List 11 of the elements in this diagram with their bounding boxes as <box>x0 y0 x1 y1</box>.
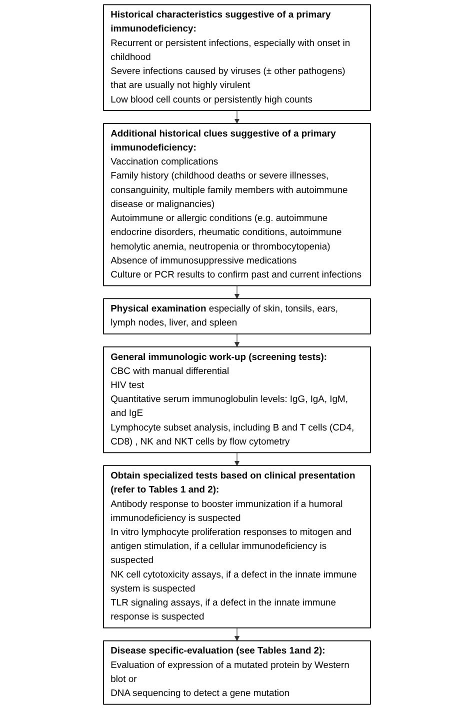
arrow <box>234 285 240 299</box>
node-box: Historical characteristics suggestive of a primary immunodeficiency: Recurrent or persistent infections, especially with onset in childhood Severe infections caused by viruses (± other pathogens) that are usually not highly virulent Low blood cell counts or persistently high counts <box>103 4 371 111</box>
node-box: Additional historical clues suggestive of a primary immunodeficiency: Vaccination complications Family history (childhood deaths or severe illnesses, consanguinity, multiple family members with autoimmune disease or malignancies) Autoimmune or allergic conditions (e.g. autoimmune endocrine disorders, rheumatic conditions, autoimmune hemolytic anemia, neutropenia or thrombocytopenia) Absence of immunosuppressive medications Culture or PCR results to confirm past and current infections <box>103 123 371 286</box>
arrow <box>234 628 240 642</box>
node-box: General immunologic work-up (screening tests): CBC with manual differential HIV test Quantitative serum immunoglobulin levels: IgG, IgA, IgM, and IgE Lymphocyte subset analysis, including B and T cells (CD4, CD8) , NK and NKT cells by flow cytometry <box>103 346 371 454</box>
node-box: Disease specific-evaluation (see Tables 1and 2): Evaluation of expression of a mutated protein by Western blot or DNA sequencing to detect a gene mutation <box>103 640 371 705</box>
arrow <box>234 110 240 124</box>
arrow <box>234 452 240 466</box>
node-box: Physical examination especially of skin, tonsils, ears, lymph nodes, liver, and spleen <box>103 298 371 334</box>
node-box: Obtain specialized tests based on clinical presentation (refer to Tables 1 and 2): Antibody response to booster immunization if a humoral immunodeficiency is suspected In vitro lymphocyte proliferation responses to mitogen and antigen stimulation, if a cellular immunodeficiency is suspected NK cell cytotoxicity assays, if a defect in the innate immune system is suspected TLR signaling assays, if a defect in the innate immune response is suspected <box>103 465 371 628</box>
arrow <box>234 334 240 348</box>
